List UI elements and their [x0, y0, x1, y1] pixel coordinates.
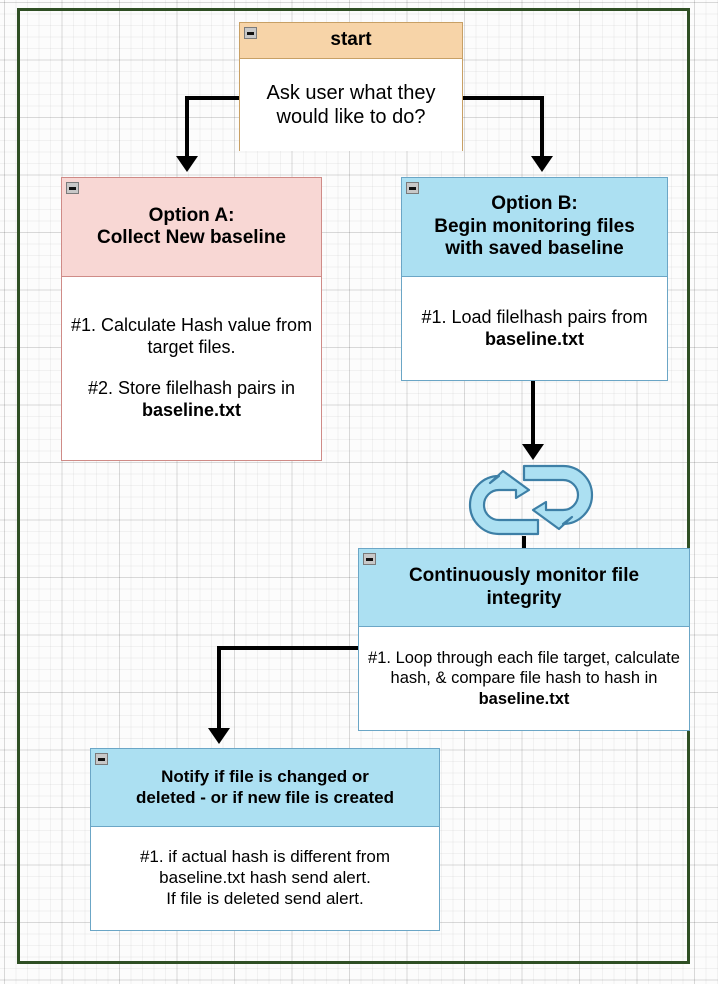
node-option-b-title-line3: with saved baseline — [445, 238, 624, 260]
node-continuous-monitor[interactable]: Continuously monitor file integrity #1. … — [358, 548, 690, 731]
node-notify-body: #1. if actual hash is different from bas… — [91, 827, 439, 930]
node-continuous-monitor-body: #1. Loop through each file target, calcu… — [359, 627, 689, 730]
connector-monitor-to-notify-horizontal — [217, 646, 360, 650]
loop-refresh-icon — [466, 460, 596, 540]
node-option-b-title-line1: Option B: — [491, 193, 578, 215]
node-start-header: start — [240, 23, 462, 59]
node-option-b-title-line2: Begin monitoring files — [434, 215, 635, 237]
node-start-body: Ask user what they would like to do? — [240, 59, 462, 151]
node-start-body-text: Ask user what they would like to do? — [266, 81, 436, 128]
node-option-a-step-1: #1. Calculate Hash value from target fil… — [70, 315, 313, 358]
node-option-a-step-2-text: #2. Store filelhash pairs in — [87, 377, 296, 398]
node-notify-step-1-line1: #1. if actual hash is different from — [139, 847, 391, 867]
node-start[interactable]: start Ask user what they would like to d… — [239, 22, 463, 151]
node-option-a-step-2: #2. Store filelhash pairs in baseline.tx… — [70, 378, 313, 422]
node-notify-title-line1: Notify if file is changed or — [161, 767, 369, 787]
node-option-b-step-1: #1. Load filelhash pairs from baseline.t… — [410, 307, 659, 351]
node-option-a-body: #1. Calculate Hash value from target fil… — [62, 277, 321, 460]
collapse-minus-icon[interactable] — [406, 182, 419, 194]
node-option-a-title: Option A: Collect New baseline — [97, 205, 286, 250]
collapse-minus-icon[interactable] — [66, 182, 79, 194]
arrowhead-to-option-b — [531, 156, 553, 172]
node-continuous-monitor-title: Continuously monitor file integrity — [408, 565, 640, 609]
collapse-minus-icon[interactable] — [244, 27, 257, 39]
arrowhead-to-loop — [522, 444, 544, 460]
node-notify-title: Notify if file is changed or deleted - o… — [136, 767, 394, 807]
connector-start-to-option-b-horizontal — [461, 96, 544, 100]
connector-start-to-option-a-horizontal — [185, 96, 241, 100]
node-notify-title-line2: deleted - or if new file is created — [136, 787, 394, 807]
arrowhead-to-notify — [208, 728, 230, 744]
connector-option-b-to-loop — [531, 381, 535, 447]
connector-monitor-to-notify-vertical — [217, 646, 221, 730]
connector-start-to-option-b-vertical — [540, 96, 544, 158]
arrowhead-to-option-a — [176, 156, 198, 172]
node-option-a-title-line1: Option A: — [148, 204, 235, 226]
node-option-a-header: Option A: Collect New baseline — [62, 178, 321, 277]
node-notify-step-1-line3: If file is deleted send alert. — [166, 888, 364, 908]
node-option-a-step-2-filename: baseline.txt — [141, 399, 242, 420]
node-notify-header: Notify if file is changed or deleted - o… — [91, 749, 439, 827]
node-notify[interactable]: Notify if file is changed or deleted - o… — [90, 748, 440, 931]
node-option-b-body: #1. Load filelhash pairs from baseline.t… — [402, 277, 667, 380]
collapse-minus-icon[interactable] — [363, 553, 376, 565]
node-option-b-step-1-text: #1. Load filelhash pairs from — [421, 306, 648, 327]
collapse-minus-icon[interactable] — [95, 753, 108, 765]
node-option-b-header: Option B: Begin monitoring files with sa… — [402, 178, 667, 277]
node-option-b-title: Option B: Begin monitoring files with sa… — [434, 193, 635, 260]
node-option-a-title-line2: Collect New baseline — [96, 227, 286, 248]
node-continuous-monitor-step-1: #1. Loop through each file target, calcu… — [365, 648, 683, 708]
node-option-b-step-1-filename: baseline.txt — [484, 328, 585, 349]
node-notify-step-1-line2: baseline.txt hash send alert. — [159, 868, 371, 888]
node-option-a[interactable]: Option A: Collect New baseline #1. Calcu… — [61, 177, 322, 461]
node-continuous-monitor-header: Continuously monitor file integrity — [359, 549, 689, 627]
node-start-title: start — [330, 29, 372, 51]
node-continuous-monitor-step-1-text: #1. Loop through each file target, calcu… — [368, 649, 680, 688]
connector-start-to-option-a-vertical — [185, 96, 189, 158]
node-option-b[interactable]: Option B: Begin monitoring files with sa… — [401, 177, 668, 381]
node-continuous-monitor-step-1-filename: baseline.txt — [478, 689, 570, 708]
connector-loop-to-monitor — [522, 536, 526, 550]
